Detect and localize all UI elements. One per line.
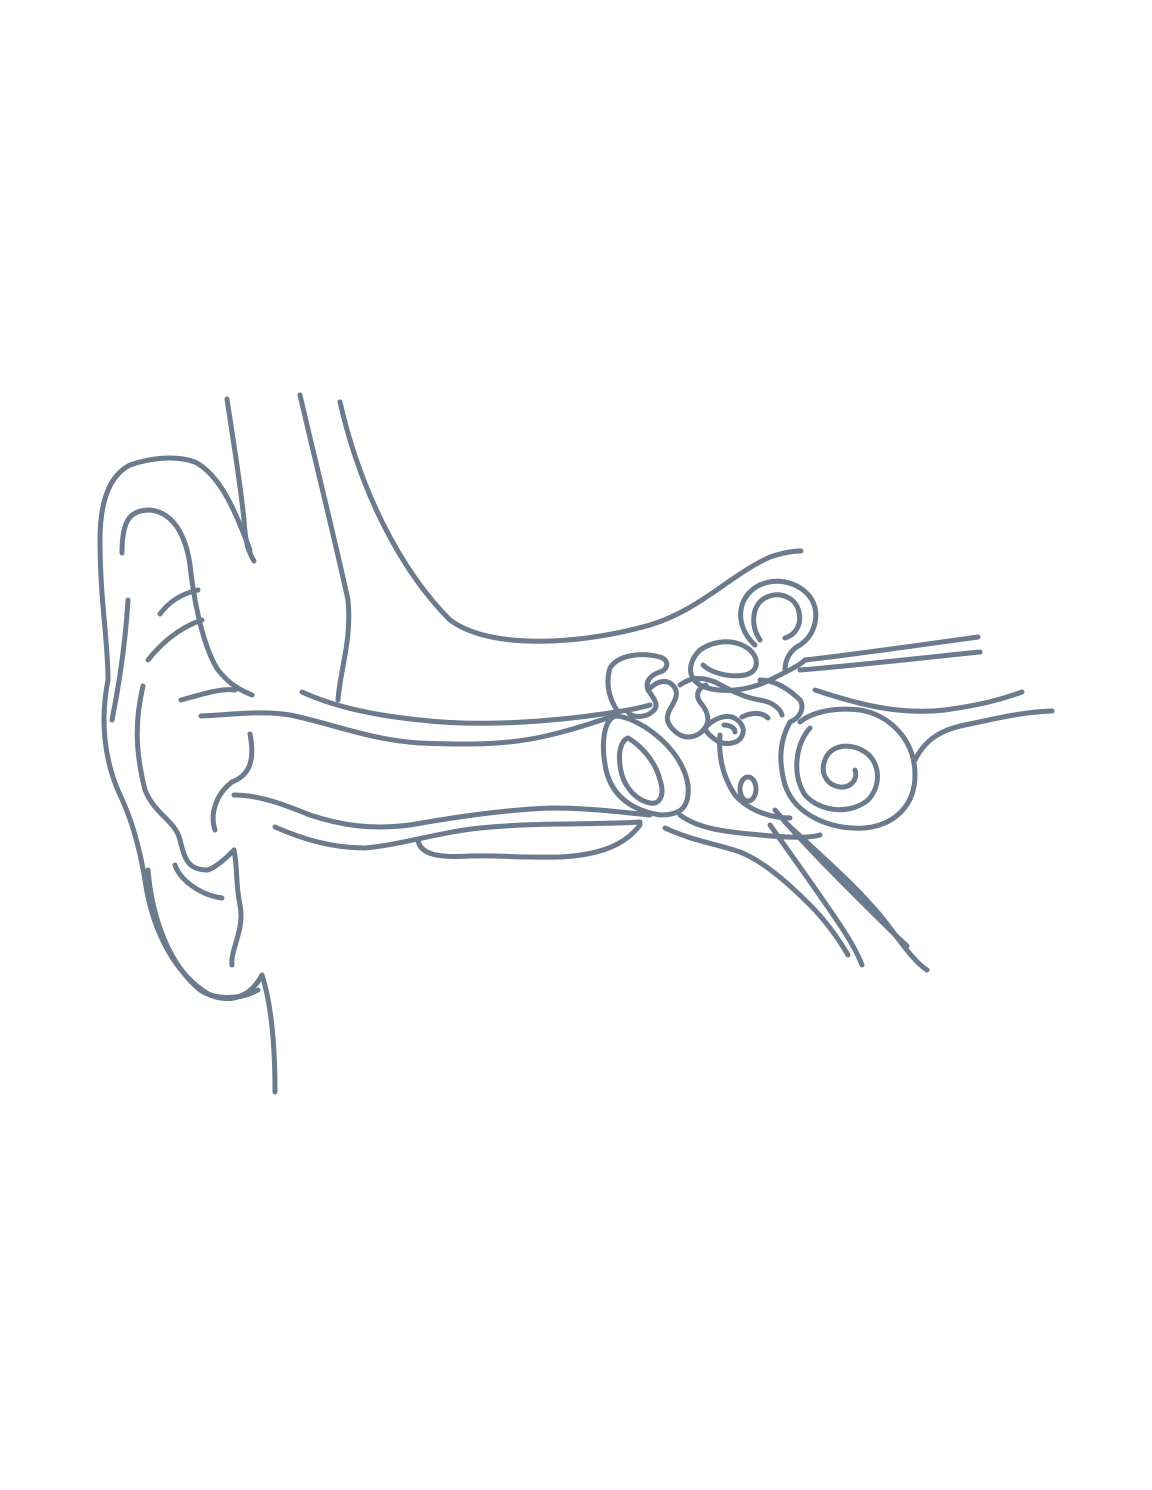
ear-canal-upper-outer — [299, 689, 653, 726]
malleus — [605, 652, 670, 719]
middle-ear-lower-wall — [677, 812, 823, 840]
round-window — [737, 774, 759, 804]
cochlea-outer — [778, 706, 918, 831]
ear-canal-entrance — [210, 731, 255, 833]
eardrum-outer — [600, 713, 691, 818]
earlobe-back — [229, 847, 244, 968]
antihelix-ridge — [109, 597, 131, 723]
eustachian-tube-middle — [767, 822, 865, 968]
eardrum-inner — [617, 735, 665, 806]
vestibule — [757, 677, 805, 725]
vestibular-nerve-upper — [802, 634, 981, 663]
semicircular-canal-posterior-inner — [751, 592, 803, 643]
tragus-top — [178, 687, 238, 703]
head-contour-left — [224, 396, 257, 564]
head-contour-middle — [297, 392, 352, 703]
vestibular-nerve-lower — [797, 649, 983, 673]
semicircular-canal-superior — [688, 647, 808, 693]
ear-canal-lower-outer — [272, 819, 643, 851]
skull-inner-contour — [337, 399, 804, 644]
semicircular-canal-posterior — [738, 578, 819, 673]
ear-canal-upper-inner — [198, 710, 618, 747]
antihelix-upper — [157, 587, 201, 617]
eustachian-tube-lower — [782, 819, 930, 973]
cochlea-middle — [794, 725, 880, 813]
cochlea-inner — [820, 757, 859, 790]
middle-ear-floor — [415, 822, 643, 860]
antihelix-lower — [145, 617, 205, 663]
vestibule-wall-lower — [717, 732, 793, 821]
earlobe-outer — [145, 867, 261, 1000]
middle-ear-lower-curve — [662, 825, 851, 958]
ear-canal-lower-inner — [231, 792, 653, 830]
auditory-nerve-upper — [812, 687, 1025, 714]
auditory-nerve-lower — [912, 708, 1055, 763]
antitragus — [172, 862, 225, 901]
ear-line-drawing — [97, 392, 1055, 1095]
neck-contour — [259, 972, 278, 1095]
stapes-footplate — [721, 710, 771, 735]
pinna-helix-inner — [119, 507, 255, 698]
concha-fold — [134, 683, 237, 873]
semicircular-canal-lateral — [697, 639, 759, 679]
stapes — [702, 714, 746, 746]
incus — [645, 679, 711, 740]
